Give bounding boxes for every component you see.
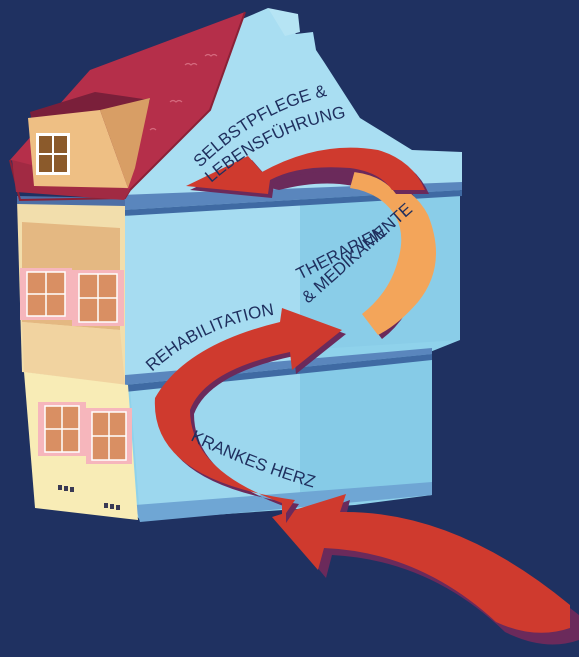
facade-window <box>72 270 124 326</box>
roof <box>9 11 246 202</box>
arrow-herz-to-reha <box>154 308 346 523</box>
arrow-selbstpflege <box>186 147 429 198</box>
facade <box>17 196 138 520</box>
facade-window <box>86 408 132 464</box>
basement-vents <box>58 485 120 510</box>
facade-window <box>20 268 72 320</box>
arrow-big-entry <box>272 494 579 645</box>
dormer <box>28 92 150 188</box>
facade-window <box>38 402 86 456</box>
